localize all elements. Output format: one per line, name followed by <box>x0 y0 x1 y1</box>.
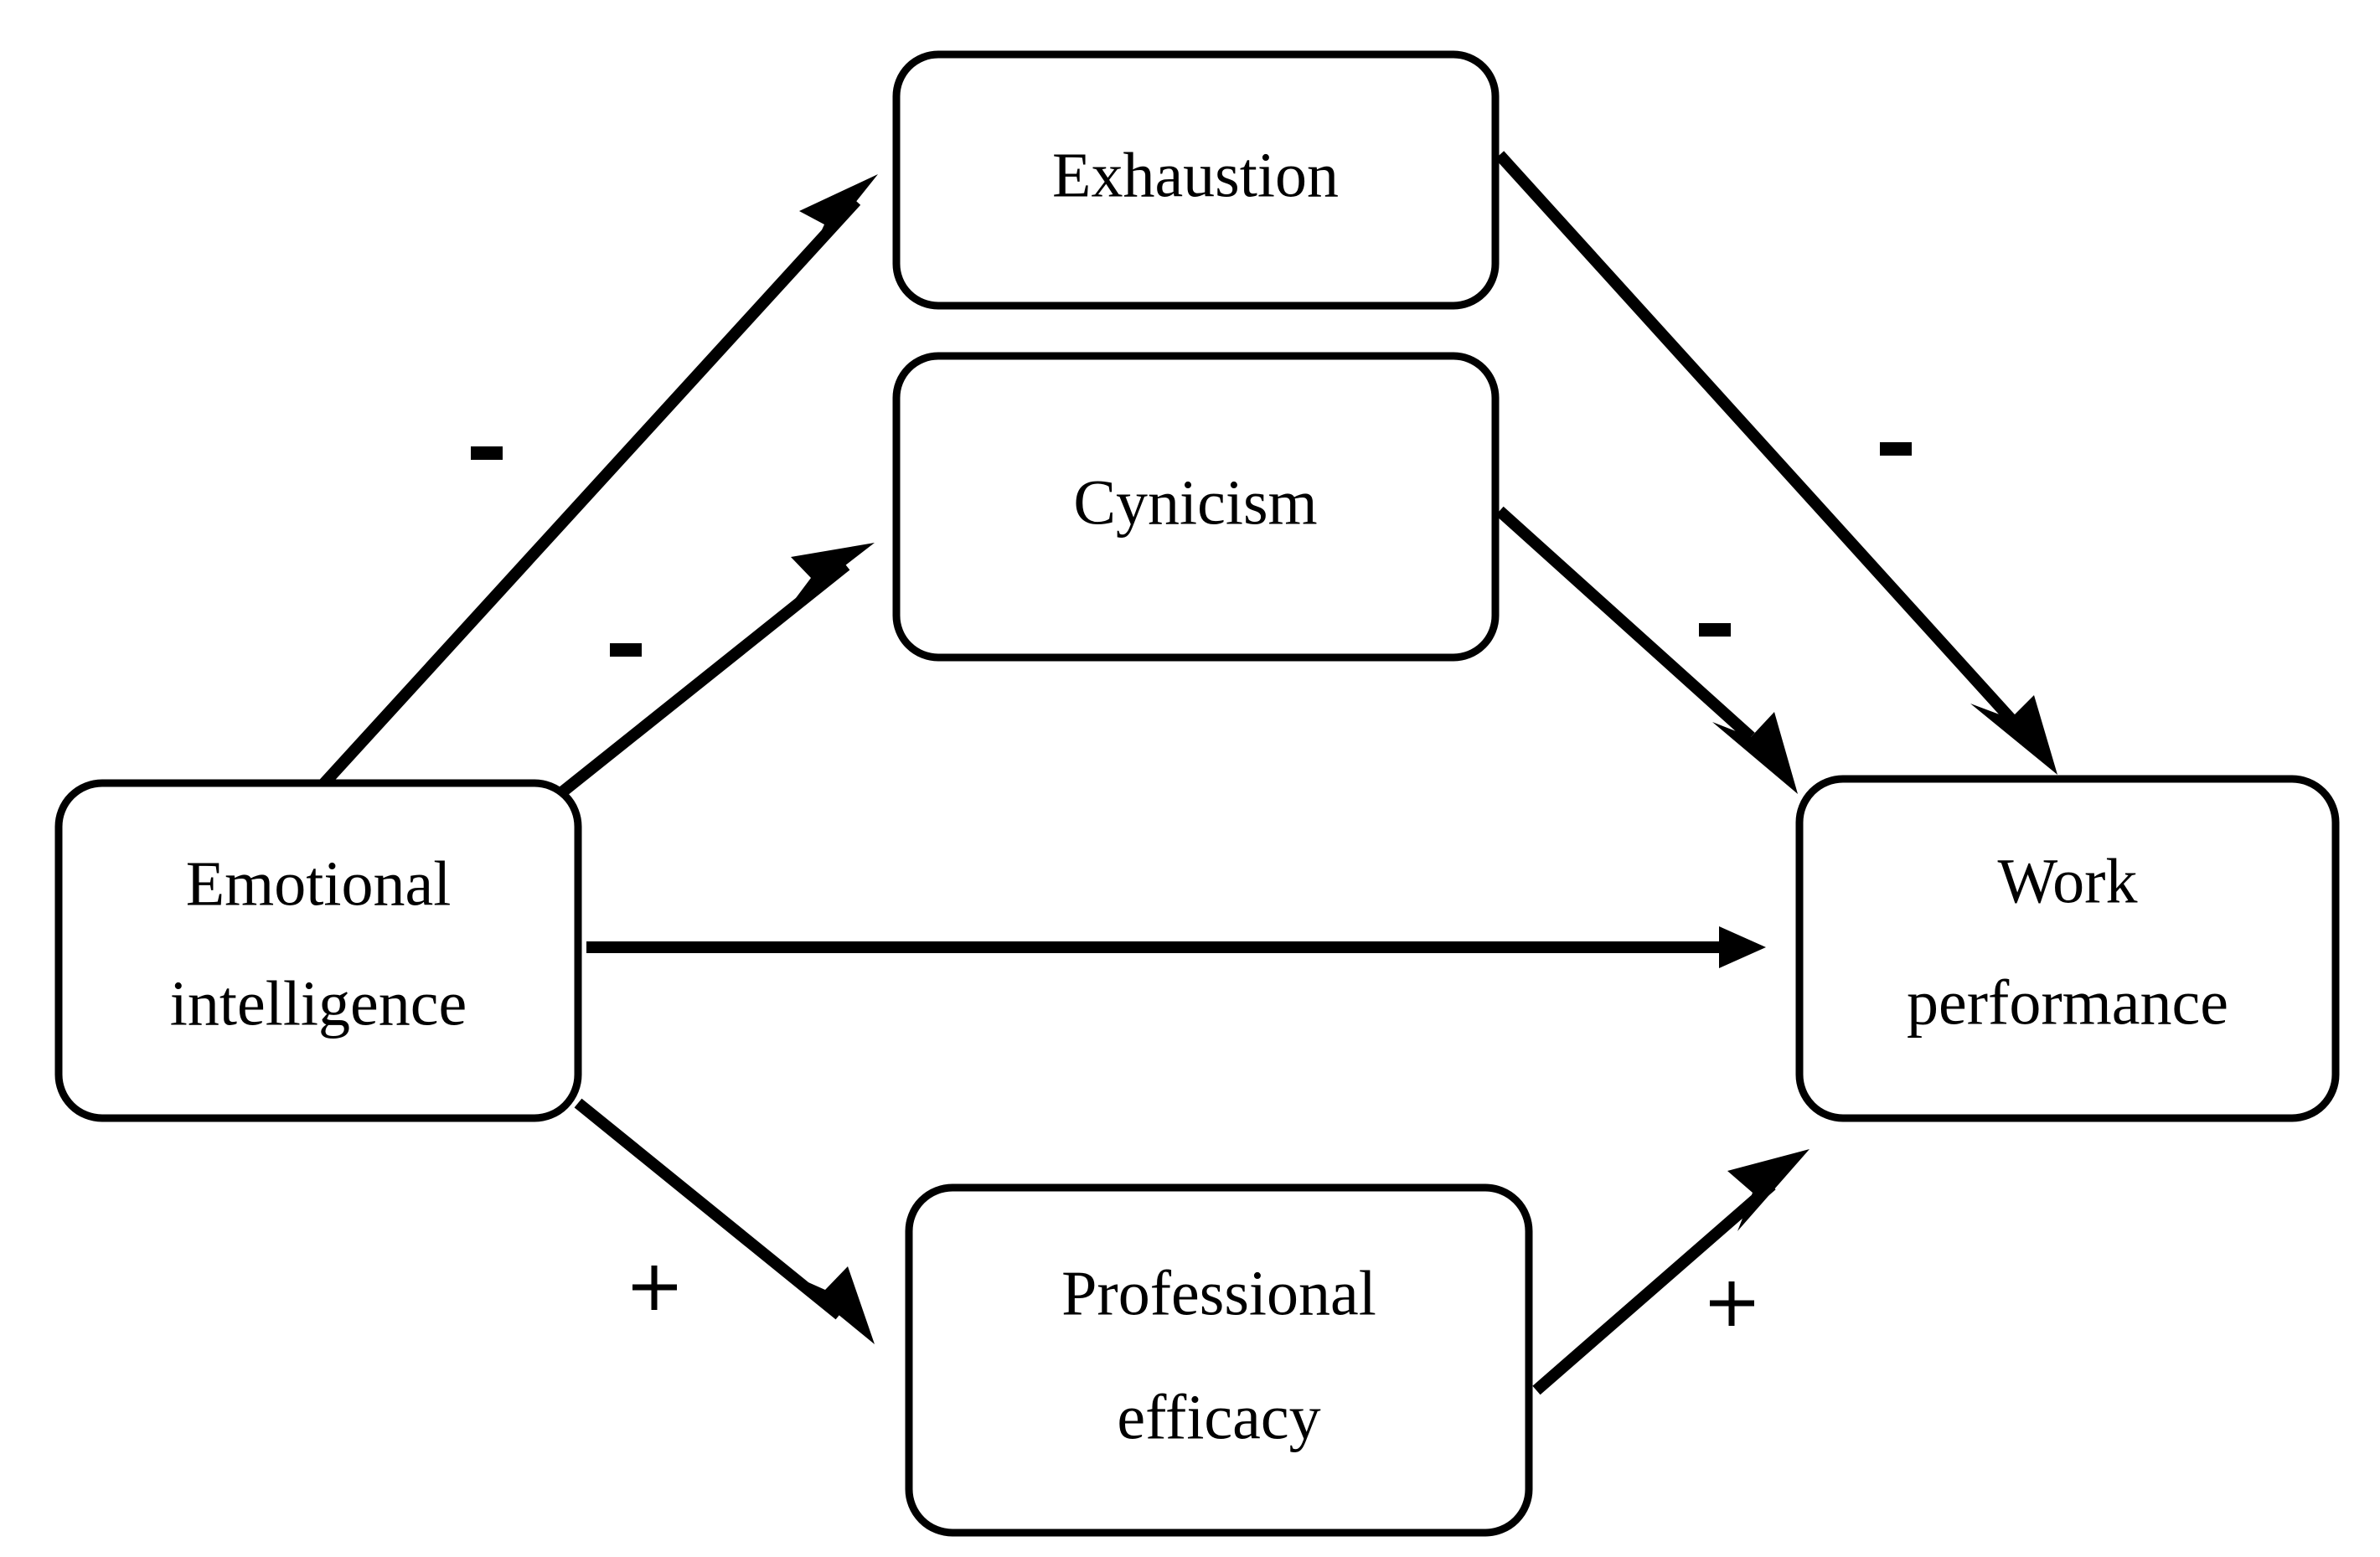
edge-line-exhaustion-work <box>1495 151 2032 741</box>
node-emotional-intelligence-label-line2: intelligence <box>170 968 467 1039</box>
node-professional-efficacy-shape[interactable] <box>905 1183 1533 1537</box>
edge-ei-to-work-performance <box>586 926 1766 968</box>
edge-ei-to-exhaustion <box>312 174 878 796</box>
arrowhead-cynicism-work <box>1712 712 1798 794</box>
node-exhaustion-label: Exhaustion <box>1052 140 1339 210</box>
node-professional-efficacy[interactable]: Professional efficacy <box>905 1183 1533 1537</box>
edge-ei-to-cynicism <box>559 543 875 797</box>
edge-line-ei-exhaustion <box>312 197 861 796</box>
node-emotional-intelligence[interactable]: Emotional intelligence <box>54 779 582 1122</box>
node-cynicism-label: Cynicism <box>1073 467 1317 538</box>
edge-line-cynicism-work <box>1495 506 1755 742</box>
node-emotional-intelligence-label-line1: Emotional <box>186 848 452 919</box>
node-cynicism-shape[interactable] <box>892 352 1500 662</box>
node-work-performance[interactable]: Work performance <box>1795 775 2340 1122</box>
arrowhead-efficacy-work <box>1727 1149 1810 1231</box>
sign-plus-efficacy-work <box>1710 1281 1754 1326</box>
sign-minus-exhaustion-work <box>1880 442 1912 456</box>
arrowhead-exhaustion-work <box>1970 695 2057 775</box>
node-exhaustion[interactable]: Exhaustion <box>892 50 1500 310</box>
sign-plus-ei-efficacy <box>632 1266 677 1310</box>
node-professional-efficacy-label-line1: Professional <box>1061 1258 1376 1328</box>
arrowhead-ei-work <box>1719 926 1766 968</box>
edge-cynicism-to-work-performance <box>1495 506 1798 794</box>
arrowhead-ei-cynicism <box>786 543 875 611</box>
arrowhead-ei-efficacy <box>787 1266 875 1344</box>
edge-professional-efficacy-to-work-performance <box>1532 1149 1810 1395</box>
node-work-performance-label-line2: performance <box>1907 967 2228 1038</box>
node-work-performance-shape[interactable] <box>1795 775 2340 1122</box>
edge-line-ei-cynicism <box>559 560 850 797</box>
sign-minus-ei-cynicism <box>610 643 642 657</box>
node-emotional-intelligence-shape[interactable] <box>54 779 582 1122</box>
node-cynicism[interactable]: Cynicism <box>892 352 1500 662</box>
node-professional-efficacy-label-line2: efficacy <box>1117 1382 1320 1452</box>
edge-ei-to-professional-efficacy <box>574 1098 875 1344</box>
node-exhaustion-shape[interactable] <box>892 50 1500 310</box>
sign-minus-ei-exhaustion <box>471 446 503 460</box>
sign-minus-cynicism-work <box>1699 623 1731 637</box>
arrowhead-ei-exhaustion <box>799 174 878 265</box>
node-work-performance-label-line1: Work <box>1998 846 2138 916</box>
edge-line-efficacy-work <box>1532 1180 1776 1395</box>
edge-exhaustion-to-work-performance <box>1495 151 2057 775</box>
